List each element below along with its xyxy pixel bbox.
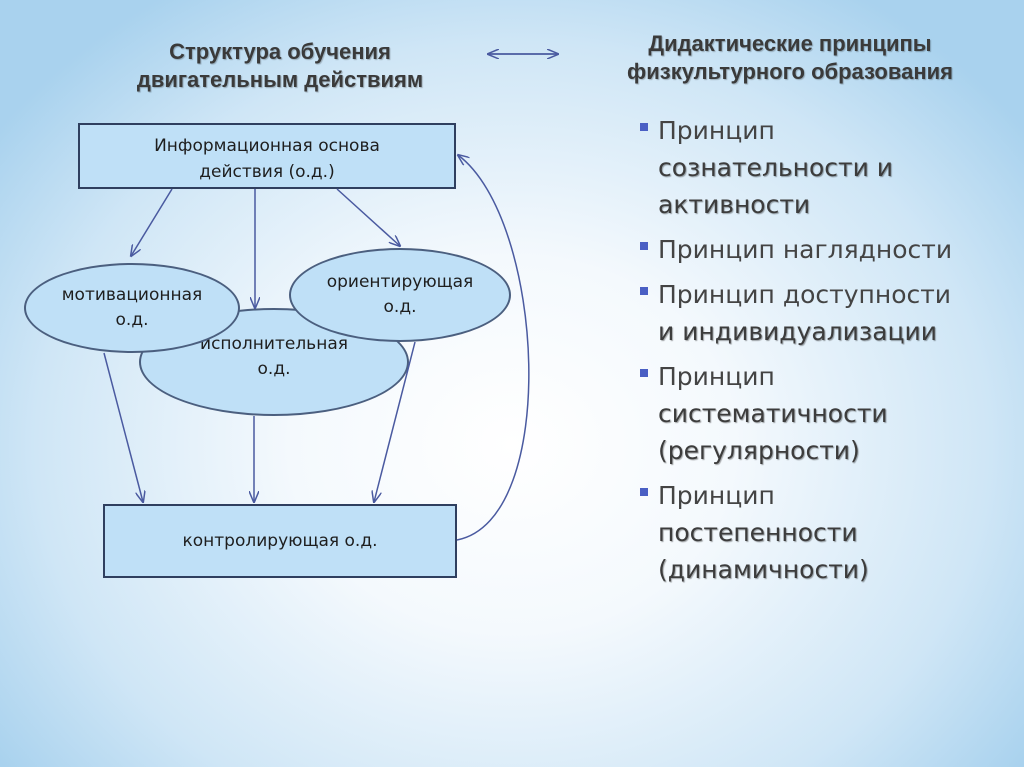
principle-line: сознательности и	[658, 153, 894, 182]
principle-line: Принцип	[658, 481, 775, 510]
square-bullet-icon	[640, 369, 648, 377]
principle-line: Принцип наглядности	[658, 235, 953, 264]
orienting-line-1: ориентирующая	[326, 272, 474, 292]
executive-line-1: исполнительная	[200, 334, 348, 354]
principle-item: Принцип наглядности	[636, 231, 1016, 268]
orienting-node: ориентирующая о.д.	[289, 248, 511, 342]
motivational-node: мотивационная о.д.	[24, 263, 240, 353]
principle-line: (регулярности)	[658, 436, 860, 465]
diagram-title: Структура обучения двигательным действия…	[70, 38, 490, 94]
square-bullet-icon	[640, 242, 648, 250]
title-left-line-2: двигательным действиям	[136, 67, 424, 92]
square-bullet-icon	[640, 488, 648, 496]
motivational-line-1: мотивационная	[61, 285, 203, 305]
control-label: контролирующая о.д.	[182, 531, 378, 551]
title-right-line-2: физкультурного образования	[626, 59, 953, 84]
principle-line: Принцип доступности	[658, 280, 952, 309]
motivational-line-2: о.д.	[115, 310, 149, 330]
principle-line: (динамичности)	[658, 555, 869, 584]
principle-line: постепенности	[658, 518, 858, 547]
principle-item: Принцип доступности и индивидуализации	[636, 276, 1016, 350]
principle-line: систематичности	[658, 399, 888, 428]
principle-item: Принцип систематичности (регулярности)	[636, 358, 1016, 469]
executive-line-2: о.д.	[257, 359, 291, 379]
principle-line: Принцип	[658, 362, 775, 391]
arrow-info-to-orienting	[336, 188, 400, 246]
principles-list: Принцип сознательности и активности Прин…	[636, 112, 1016, 596]
principle-line: активности	[658, 190, 811, 219]
principle-item: Принцип сознательности и активности	[636, 112, 1016, 223]
info-basis-node: Информационная основа действия (о.д.)	[78, 123, 456, 189]
arrow-control-feedback-to-info	[457, 155, 530, 541]
title-right-line-1: Дидактические принципы	[648, 31, 932, 56]
principle-item: Принцип постепенности (динамичности)	[636, 477, 1016, 588]
principles-title: Дидактические принципы физкультурного об…	[560, 30, 1020, 86]
arrow-info-to-motivational	[131, 188, 173, 256]
principle-line: и индивидуализации	[658, 317, 938, 346]
title-left-line-1: Структура обучения	[169, 39, 391, 64]
square-bullet-icon	[640, 123, 648, 131]
info-basis-line-1: Информационная основа	[154, 136, 380, 156]
orienting-line-2: о.д.	[383, 297, 417, 317]
info-basis-line-2: действия (о.д.)	[199, 162, 335, 182]
control-node: контролирующая о.д.	[103, 504, 457, 578]
arrow-motivational-to-control	[103, 352, 143, 502]
square-bullet-icon	[640, 287, 648, 295]
principle-line: Принцип	[658, 116, 775, 145]
